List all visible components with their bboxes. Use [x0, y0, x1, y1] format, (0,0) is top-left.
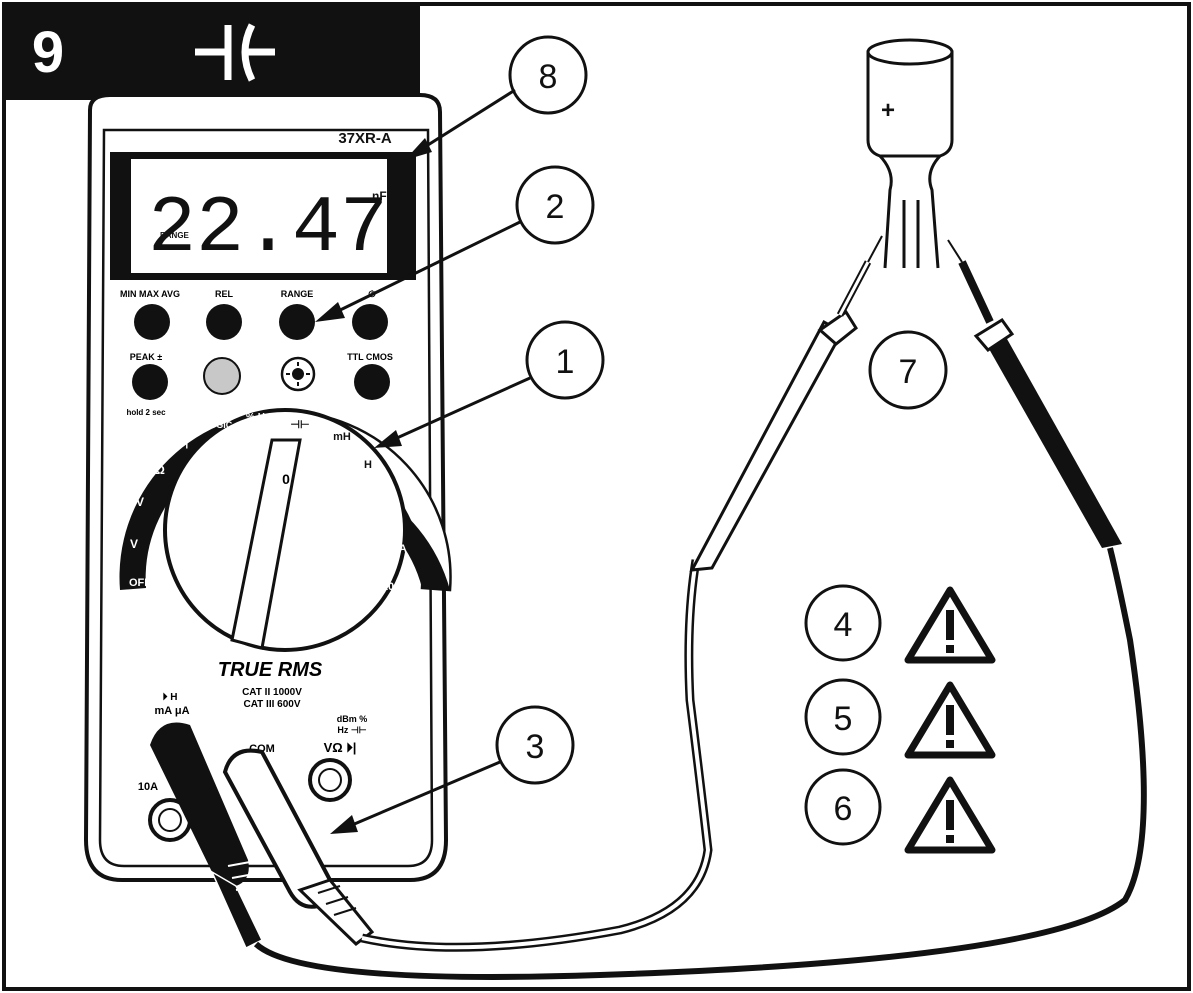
- jack-10a-hole: [158, 808, 182, 832]
- callout-4-number: 4: [834, 606, 853, 644]
- jack-top-right-1: dBm %: [337, 714, 368, 724]
- range-button[interactable]: [279, 304, 315, 340]
- dial-zero: 0: [282, 471, 290, 487]
- callout-2-number: 2: [546, 188, 565, 226]
- btn-label-minmax: MIN MAX AVG: [120, 289, 180, 299]
- callout-3: 3: [330, 705, 575, 834]
- jack-top-left-label: ⏵ H: [163, 692, 178, 703]
- dial-ma: mA: [389, 543, 407, 555]
- peak-button[interactable]: [132, 364, 168, 400]
- dial-vac: V: [130, 537, 138, 551]
- callout-5: 5: [804, 678, 882, 756]
- callout-5-number: 5: [834, 700, 853, 738]
- jack-top-right-2: Hz ⊣⊢: [337, 725, 366, 735]
- multimeter: 37XR-A RANGE 22.47 nF MIN MAX AVG REL RA…: [83, 93, 452, 950]
- minmax-button[interactable]: [134, 304, 170, 340]
- dial-diode: ⏵|: [180, 437, 189, 449]
- red-probe[interactable]: [689, 235, 883, 572]
- power-button[interactable]: [352, 304, 388, 340]
- dial-cap: ⊣⊢: [290, 418, 309, 431]
- callout-7-number: 7: [899, 353, 918, 391]
- dial-pointer: [230, 438, 302, 650]
- step-number: 9: [32, 20, 64, 85]
- lcd-range-tag: RANGE: [160, 231, 190, 240]
- dial-off: OFF: [129, 577, 151, 589]
- hold-button[interactable]: [203, 357, 241, 395]
- dial-mh: mH: [333, 431, 351, 443]
- dial-10a: 10A: [382, 581, 402, 593]
- brand-label: TRUE RMS: [218, 659, 323, 681]
- callout-8: 8: [405, 35, 588, 160]
- cat-rating-2: CAT III 600V: [243, 699, 300, 710]
- black-probe[interactable]: [947, 239, 1122, 548]
- ttl-button[interactable]: [354, 364, 390, 400]
- step-header: 9: [4, 4, 420, 100]
- jack-10a-label: 10A: [138, 781, 158, 793]
- btn-label-ttl: TTL CMOS: [347, 352, 393, 362]
- black-plug[interactable]: [150, 722, 263, 950]
- red-plug[interactable]: [222, 748, 375, 946]
- callout-1: 1: [374, 320, 605, 448]
- callout-2: 2: [315, 165, 595, 322]
- callout-1-number: 1: [556, 343, 575, 381]
- callout-4: 4: [804, 584, 882, 662]
- btn-sublabel: hold 2 sec: [126, 408, 166, 417]
- callout-8-number: 8: [539, 58, 558, 96]
- lcd: [129, 157, 389, 275]
- dial-ua: μA: [385, 503, 400, 515]
- btn-label-peak: PEAK ±: [130, 352, 163, 362]
- meter-bezel: [98, 128, 434, 868]
- warning-icon: [904, 586, 996, 664]
- red-lead-wire: [361, 559, 711, 950]
- test-leads: [253, 235, 1147, 980]
- callout-6: 6: [804, 768, 882, 846]
- callout-6-number: 6: [834, 790, 853, 828]
- dial-ohm: Ω: [155, 463, 165, 477]
- jack-vohm-label: VΩ ⏵|: [324, 740, 357, 755]
- btn-label-rel: REL: [215, 289, 234, 299]
- capacitor-icon: [195, 23, 275, 82]
- dial-h: H: [364, 459, 372, 471]
- lcd-unit: nF: [372, 189, 387, 203]
- callout-7: 7: [868, 330, 948, 410]
- warning-icon: [904, 681, 996, 759]
- dial-hz: % Hz: [246, 412, 270, 423]
- rotary-switch[interactable]: 0 OFF V V Ω ⏵| LOGIC % Hz ⊣⊢ mH H μA mA …: [119, 408, 452, 652]
- black-lead-wire: [253, 547, 1147, 980]
- jack-vohm-hole: [318, 768, 342, 792]
- warning-icon: [904, 776, 996, 854]
- lcd-reading: 22.47: [148, 184, 388, 275]
- callout-3-number: 3: [526, 728, 545, 766]
- electrolytic-capacitor: +: [866, 38, 954, 269]
- btn-label-range: RANGE: [281, 289, 314, 299]
- dial-vdc: V: [136, 495, 144, 509]
- model-label: 37XR-A: [338, 130, 392, 147]
- rel-button[interactable]: [206, 304, 242, 340]
- jack-ma-label: mA μA: [154, 705, 189, 717]
- capacitor-polarity: +: [881, 97, 895, 124]
- sun-icon: [286, 362, 310, 386]
- cat-rating-1: CAT II 1000V: [242, 687, 302, 698]
- dial-logic: LOGIC: [204, 420, 233, 430]
